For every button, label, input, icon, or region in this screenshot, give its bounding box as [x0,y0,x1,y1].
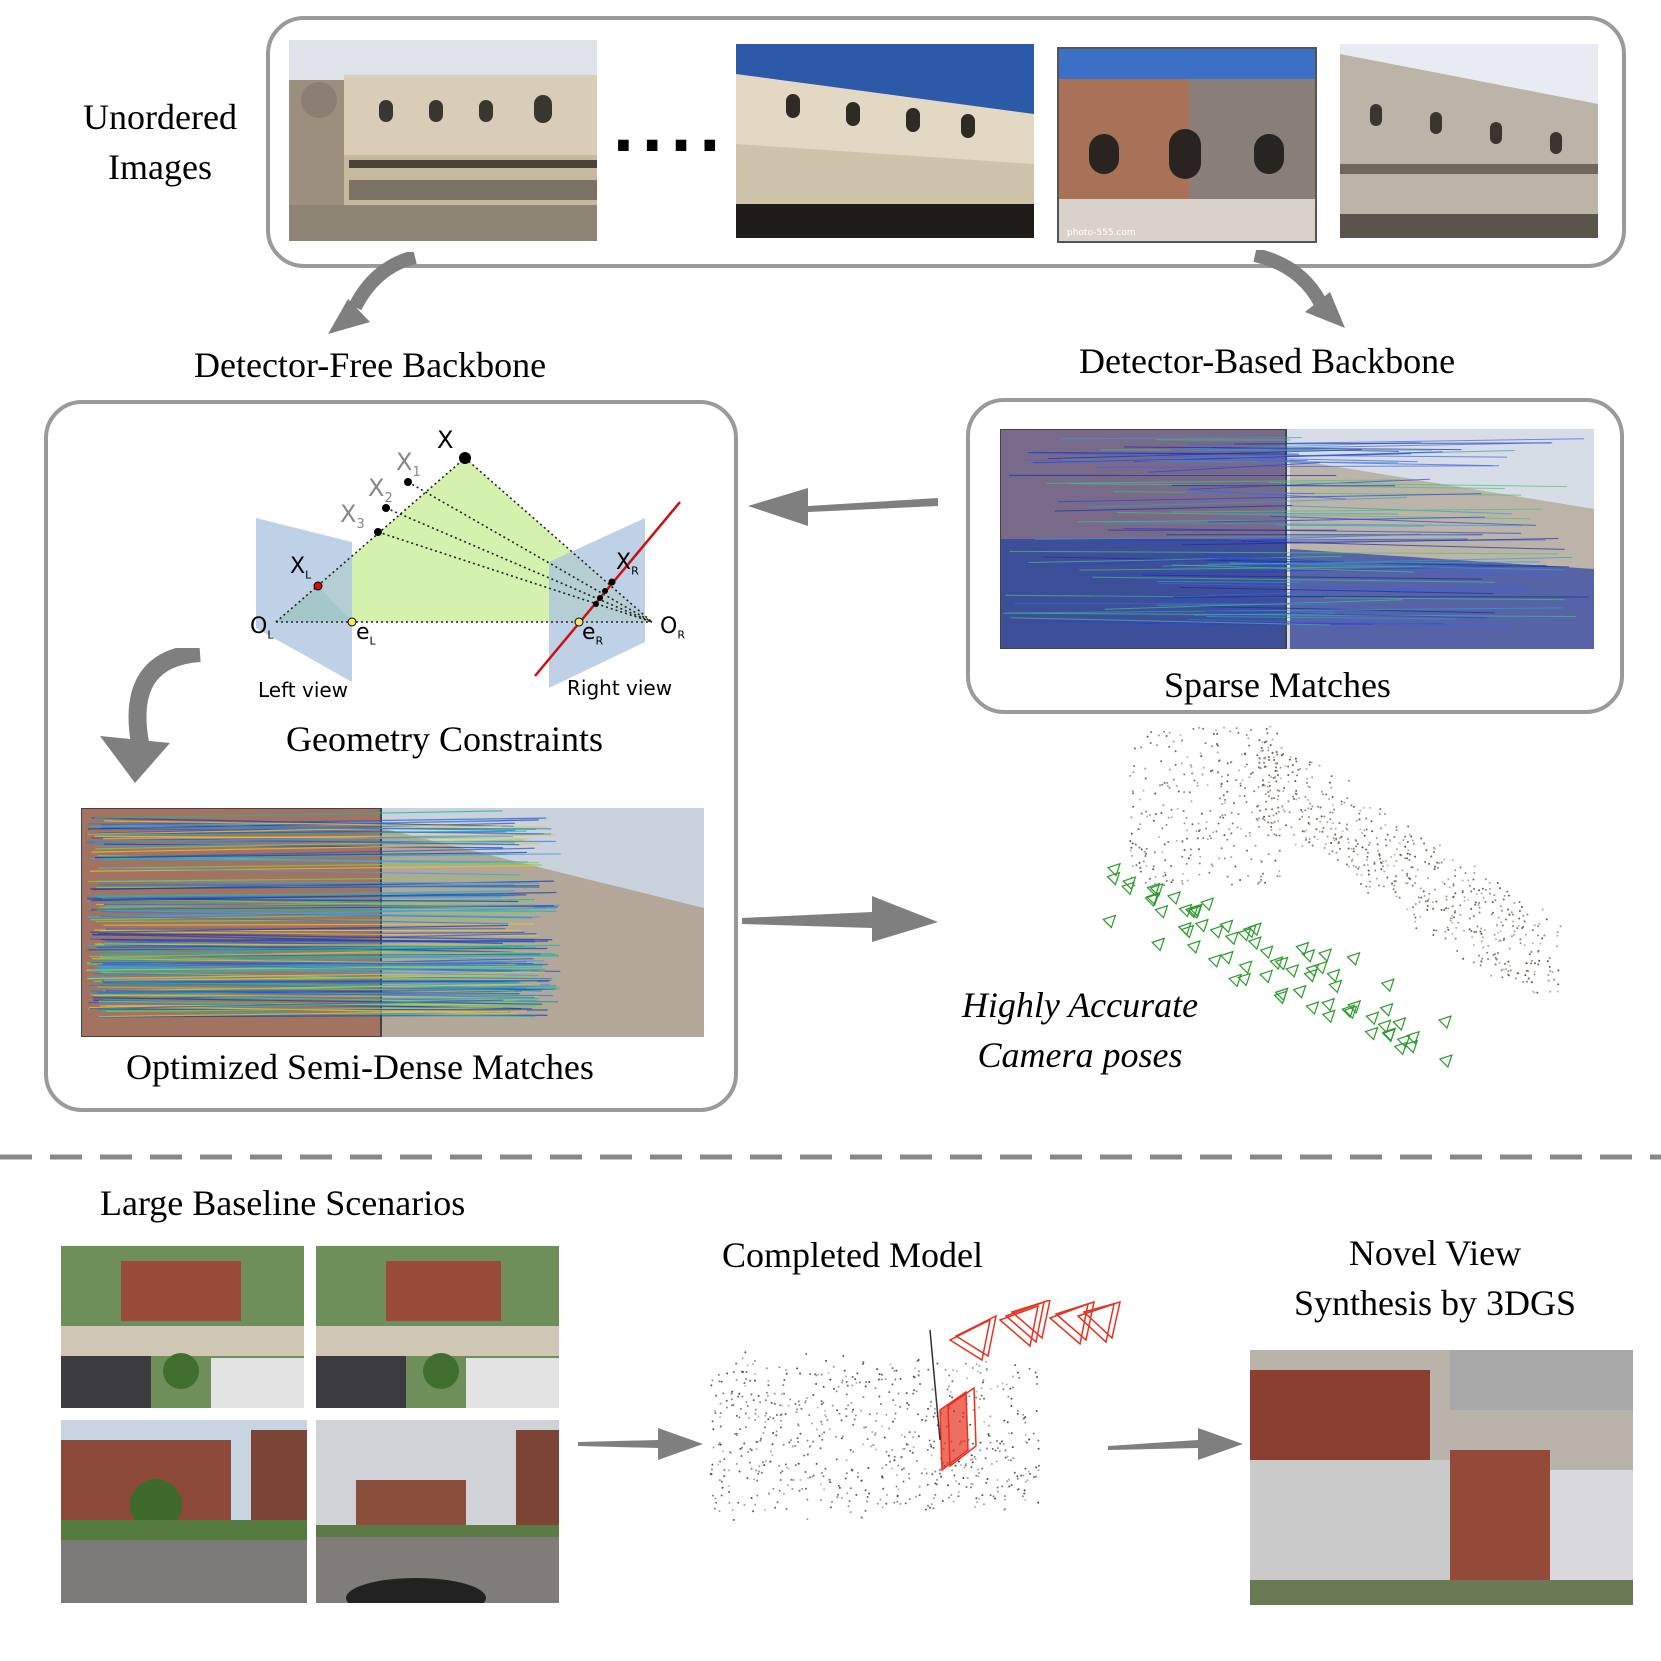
point-xR-label: XR [616,550,639,578]
arrow-to-detector-free [328,252,417,334]
point-X1-label: X1 [396,448,421,480]
curved-arrow-down [100,648,201,783]
epipole-eR-label: eR [582,620,604,648]
arrow-model-to-novel-view [1108,1428,1243,1460]
arrow-to-detector-based [1253,250,1345,328]
sparse-matches-image [1000,429,1594,649]
point-X3-label: X3 [340,500,365,532]
epipole-eL-label: eL [356,620,376,648]
ground-photo-2 [316,1420,559,1603]
completed-model-title: Completed Model [722,1235,983,1275]
large-baseline-title: Large Baseline Scenarios [100,1183,466,1223]
center-OR-label: OR [660,614,685,642]
arrow-scenarios-to-model [578,1428,703,1460]
unordered-images-label: Unordered Images [83,97,237,187]
point-xL-label: XL [290,554,312,582]
watermark-text: photo-555.com [1067,228,1136,238]
point-X-label: X [437,426,454,454]
semi-dense-matches-image [81,808,704,1037]
doge-palace-photo-1 [289,40,597,241]
sfm-point-cloud-with-cameras [1102,726,1562,1069]
section-divider [0,1154,1661,1160]
aerial-photo-1 [61,1246,304,1408]
arrow-sparse-to-free [748,488,938,526]
novel-view-render [1250,1350,1633,1605]
ellipsis: .... [612,96,728,166]
novel-view-title: Novel View Synthesis by 3DGS [1293,1233,1577,1323]
detector-based-title: Detector-Based Backbone [1079,341,1456,381]
right-view-label: Right view [567,676,673,700]
doge-palace-photo-3: photo-555.com [1057,47,1317,243]
ground-photo-1 [61,1420,307,1603]
arrow-matches-to-poses [742,896,938,942]
sparse-matches-caption: Sparse Matches [1164,665,1391,705]
geometry-constraints-caption: Geometry Constraints [286,719,603,759]
camera-poses-caption: Highly Accurate Camera poses [961,985,1199,1075]
center-OL-label: OL [250,614,274,642]
aerial-photo-2 [316,1246,559,1408]
detector-free-title: Detector-Free Backbone [194,345,547,385]
doge-palace-photo-2 [736,44,1034,238]
semi-dense-caption: Optimized Semi-Dense Matches [126,1047,594,1087]
completed-model-reconstruction [709,1300,1122,1521]
left-view-label: Left view [258,678,349,702]
doge-palace-photo-4 [1340,44,1598,238]
epipolar-geometry-diagram [256,452,681,688]
point-X2-label: X2 [368,474,393,506]
